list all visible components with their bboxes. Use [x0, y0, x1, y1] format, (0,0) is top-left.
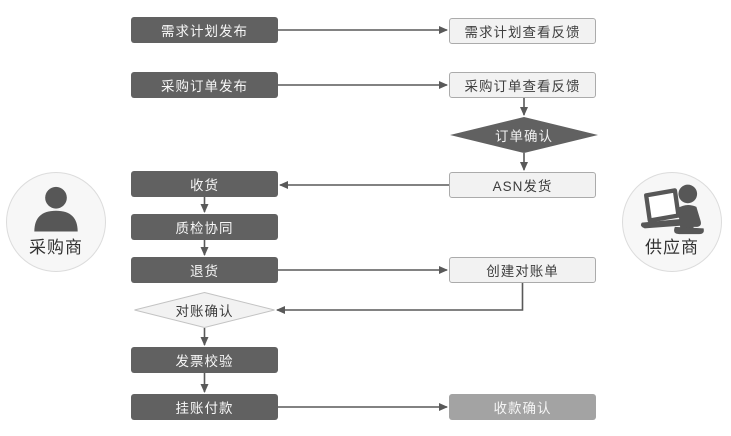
node-receive-goods: 收货	[131, 171, 278, 197]
diamond-shape	[134, 292, 275, 328]
node-return-goods: 退货	[131, 257, 278, 283]
person-at-computer-icon	[623, 181, 721, 237]
diamond-label: 订单确认	[495, 129, 553, 144]
node-demand-plan-publish: 需求计划发布	[131, 17, 278, 43]
node-payment-confirm: 收款确认	[449, 394, 596, 420]
node-order-confirm: 订单确认	[450, 117, 598, 153]
person-icon	[7, 181, 105, 237]
buyer-label: 采购商	[29, 238, 83, 257]
arrow-statement-to-confirm	[276, 283, 524, 314]
node-po-publish: 采购订单发布	[131, 72, 278, 98]
diamond-label: 对账确认	[175, 304, 234, 319]
node-po-feedback: 采购订单查看反馈	[449, 72, 596, 98]
buyer-avatar: 采购商	[6, 172, 106, 272]
node-create-statement: 创建对账单	[449, 257, 596, 283]
node-invoice-verify: 发票校验	[131, 347, 278, 373]
diamond-shape	[450, 117, 598, 153]
node-demand-plan-feedback: 需求计划查看反馈	[449, 18, 596, 44]
node-statement-confirm: 对账确认	[134, 292, 275, 328]
supplier-avatar: 供应商	[622, 172, 722, 272]
node-quality-collab: 质检协同	[131, 214, 278, 240]
supplier-label: 供应商	[645, 238, 699, 257]
node-book-payment: 挂账付款	[131, 394, 278, 420]
node-asn-ship: ASN发货	[449, 172, 596, 198]
